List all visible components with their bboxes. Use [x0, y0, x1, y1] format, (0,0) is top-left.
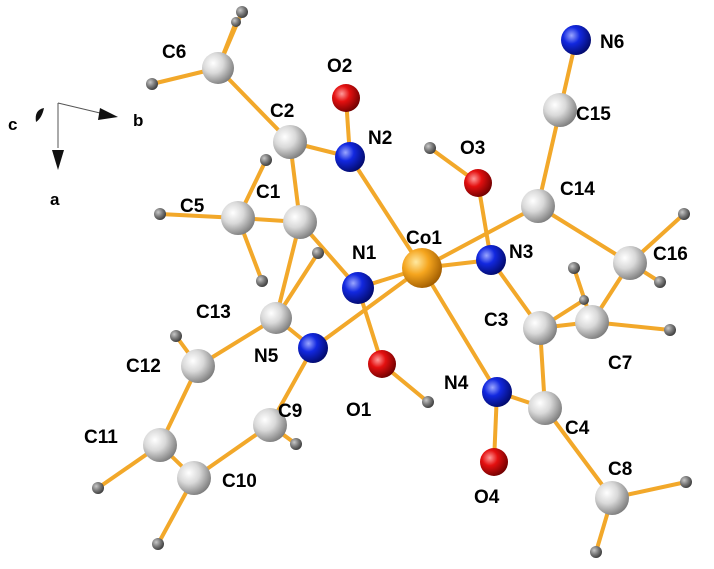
- atom-c11: [143, 428, 177, 462]
- atom-c14: [521, 189, 555, 223]
- label-c13: C13: [196, 302, 231, 323]
- atom-o3: [464, 169, 492, 197]
- atom-c7: [575, 305, 609, 339]
- axis-b-label: b: [133, 111, 143, 130]
- label-c2: C2: [270, 101, 294, 122]
- h-atom: [422, 396, 434, 408]
- atom-n2: [335, 142, 365, 172]
- label-n3: N3: [509, 242, 533, 263]
- h-atom: [579, 295, 589, 305]
- label-n2: N2: [368, 128, 392, 149]
- label-c9: C9: [278, 401, 302, 422]
- h-atom: [678, 208, 690, 220]
- atom-n6: [561, 25, 591, 55]
- label-c5: C5: [180, 196, 205, 217]
- h-atom: [236, 6, 248, 18]
- h-atom: [170, 330, 182, 342]
- label-n4: N4: [444, 373, 469, 394]
- atom-n3: [476, 245, 506, 275]
- axis-c-arrow-icon: [35, 108, 44, 122]
- atom-c1: [283, 205, 317, 239]
- atom-o4: [480, 448, 508, 476]
- atom-c2: [273, 125, 307, 159]
- label-c16: C16: [653, 244, 688, 265]
- heavy-atoms: [143, 25, 647, 515]
- axis-a-arrow-icon: [52, 150, 64, 170]
- label-n5: N5: [254, 346, 279, 367]
- hydrogen-atoms: [92, 6, 692, 558]
- label-o3: O3: [460, 138, 485, 159]
- label-c14: C14: [560, 179, 595, 200]
- label-c10: C10: [222, 471, 257, 492]
- label-c7: C7: [608, 353, 632, 374]
- axis-indicator: c b a: [8, 102, 143, 209]
- label-c1: C1: [256, 182, 281, 203]
- atom-co1: [402, 248, 442, 288]
- bond-co1-n4: [420, 266, 499, 394]
- axis-c-label: c: [8, 115, 17, 134]
- atom-n4: [482, 377, 512, 407]
- atom-o2: [332, 84, 360, 112]
- h-atom: [154, 208, 166, 220]
- atom-o1: [368, 350, 396, 378]
- h-atom: [680, 476, 692, 488]
- label-c4: C4: [565, 418, 590, 439]
- label-c12: C12: [126, 356, 161, 377]
- label-c3: C3: [484, 310, 508, 331]
- label-c6: C6: [162, 42, 186, 63]
- atom-c6: [202, 52, 234, 84]
- label-o2: O2: [327, 56, 352, 77]
- axis-b-arrow-icon: [98, 108, 118, 120]
- h-atom: [590, 546, 602, 558]
- bond-c2-c6: [216, 66, 292, 144]
- h-atom: [424, 142, 436, 154]
- h-atom: [146, 78, 158, 90]
- atom-c8: [595, 481, 629, 515]
- atom-c9: [253, 408, 287, 442]
- atom-c10: [177, 461, 211, 495]
- h-atom: [152, 538, 164, 550]
- atom-c16: [613, 246, 647, 280]
- h-atom: [568, 262, 580, 274]
- label-n1: N1: [352, 243, 377, 264]
- h-atom: [312, 247, 324, 259]
- h-atom: [92, 482, 104, 494]
- atom-c4: [528, 391, 562, 425]
- atom-c12: [181, 349, 215, 383]
- atom-labels: C6 C2 O2 N2 C5 C1 N1 Co1 O3 C14 N3 C16 C…: [84, 32, 688, 508]
- label-c8: C8: [608, 459, 632, 480]
- bond-co1-n2: [348, 155, 424, 270]
- h-atom: [260, 154, 272, 166]
- h-atom: [290, 438, 302, 450]
- h-atom: [654, 276, 666, 288]
- label-n6: N6: [600, 32, 624, 53]
- bond-co1-c14: [420, 204, 540, 270]
- axis-a-label: a: [50, 190, 60, 209]
- label-o1: O1: [346, 400, 372, 421]
- h-atom: [664, 324, 676, 336]
- bond-c14-c16: [536, 204, 632, 265]
- atom-c3: [523, 311, 557, 345]
- label-co1: Co1: [406, 228, 442, 249]
- label-c15: C15: [576, 104, 611, 125]
- label-o4: O4: [474, 487, 500, 508]
- atom-c13: [260, 302, 292, 334]
- bond-co1-n5: [311, 266, 424, 350]
- h-atom: [256, 275, 268, 287]
- atom-c5: [221, 201, 255, 235]
- atom-n5: [298, 333, 328, 363]
- atom-c15: [543, 93, 577, 127]
- bond-c4-c8: [543, 406, 614, 500]
- atom-n1: [342, 272, 374, 304]
- label-c11: C11: [84, 427, 118, 448]
- h-atom: [231, 17, 241, 27]
